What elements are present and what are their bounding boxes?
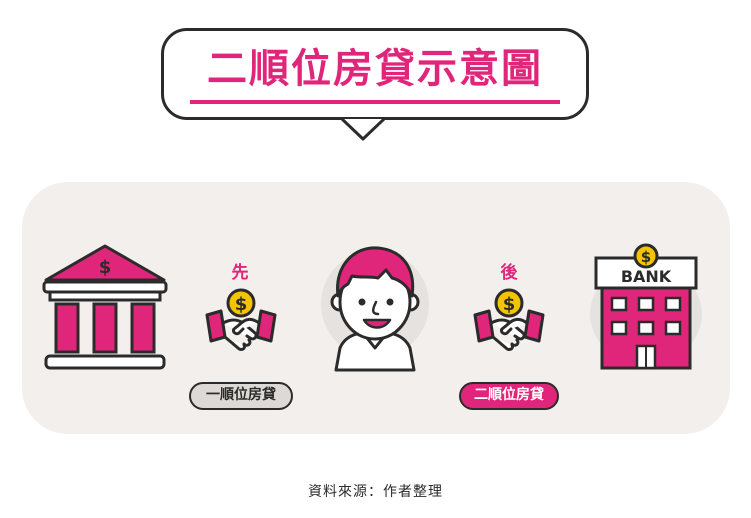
source-caption: 資料來源：作者整理 [308, 484, 443, 500]
title-bubble [161, 28, 589, 120]
coin-dollar-first: $ [235, 294, 248, 315]
step-second-label: 後 [500, 263, 518, 283]
title-underline [190, 100, 560, 104]
step-first-label: 先 [231, 263, 249, 283]
second-mortgage-badge: 二順位房貸 [459, 382, 559, 410]
first-mortgage-badge: 一順位房貸 [189, 382, 293, 410]
bank-sign-coin: $ [641, 248, 651, 266]
bubble-tail-icon [340, 117, 386, 141]
bank-dollar-sign: $ [99, 257, 112, 278]
coin-dollar-second: $ [503, 294, 516, 315]
handshake-coin-icon-first: $ [205, 288, 277, 351]
bank-building-icon: $ [42, 244, 168, 370]
bank-sign-text: BANK [621, 267, 672, 286]
bank-office-building-icon: BANK $ [590, 243, 702, 370]
borrower-avatar-icon [321, 246, 429, 372]
page-title: 二順位房貸示意圖 [207, 46, 543, 92]
handshake-coin-icon-second: $ [473, 288, 545, 351]
